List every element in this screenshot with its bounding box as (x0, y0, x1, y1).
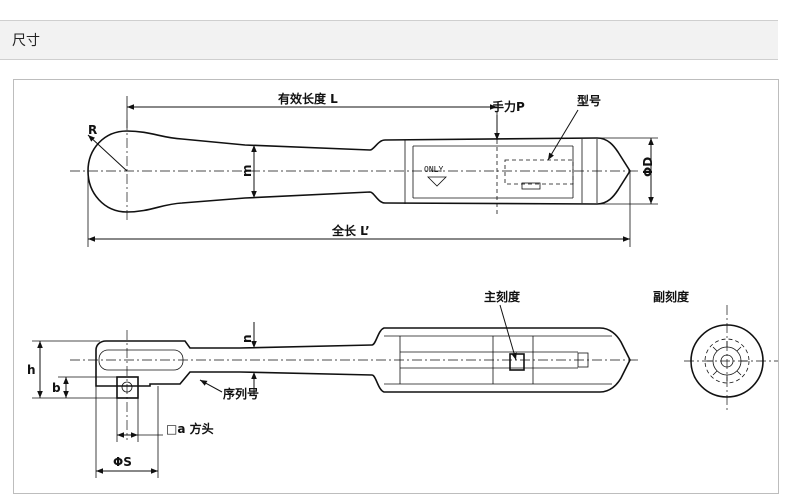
end-outer-circle (690, 324, 764, 398)
section-title: 尺寸 (12, 32, 40, 48)
hand-force-label: 手力P (492, 99, 525, 114)
top-view: ONLY R 有效长度 L 手力P 型号 m ΦD 全长 L’ (70, 91, 658, 247)
drive-ball (121, 381, 133, 393)
square-drive-label: □a 方头 (166, 421, 214, 436)
serial-leader (199, 379, 223, 393)
effective-length-label: 有效长度 L (278, 91, 338, 106)
section-header: 尺寸 (0, 20, 778, 60)
model-label: 型号 (577, 93, 601, 108)
model-window (504, 159, 574, 185)
end-plug (577, 352, 589, 368)
wrench-side-head (95, 327, 631, 393)
sub-scale-ticks (707, 341, 747, 381)
ratchet-detail (98, 349, 184, 371)
n-label: n (240, 334, 254, 343)
sub-scale-ring (704, 338, 750, 384)
side-view: 主刻度 n h b 序列号 □a 方头 ΦS (27, 289, 640, 478)
window-clip (521, 182, 541, 190)
main-scale-leader (499, 304, 517, 361)
h-label: h (27, 363, 36, 377)
radius-leader (87, 134, 128, 172)
wrench-top-outline (87, 130, 631, 213)
b-label: b (52, 381, 61, 395)
m-label: m (240, 164, 254, 177)
main-scale-window (509, 353, 525, 371)
sub-scale-label: 副刻度 (653, 289, 690, 304)
main-scale-label: 主刻度 (484, 289, 521, 304)
s-label: ΦS (113, 455, 132, 469)
serial-label: 序列号 (223, 386, 259, 401)
d-label: ΦD (641, 157, 655, 177)
radius-label: R (88, 123, 97, 137)
sub-scale-hub (720, 354, 734, 368)
total-length-label: 全长 L’ (331, 223, 370, 238)
square-drive (116, 376, 139, 399)
end-view: 副刻度 (653, 289, 778, 412)
model-leader (547, 109, 579, 161)
only-arrow-icon (427, 176, 447, 187)
only-marking: ONLY (424, 165, 443, 174)
